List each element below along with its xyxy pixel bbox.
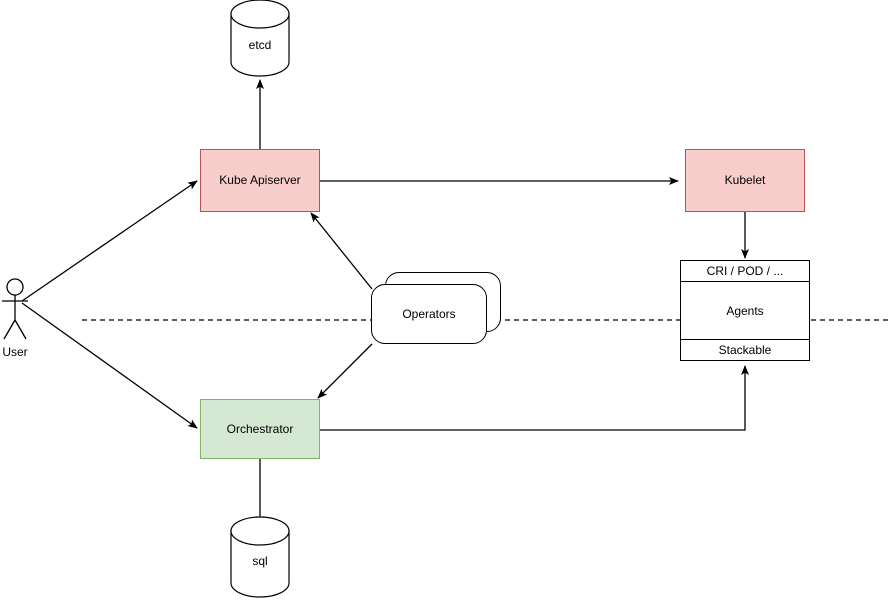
sql-label: sql (252, 553, 268, 568)
agents-node[interactable]: CRI / POD / ... Agents Stackable (680, 260, 810, 361)
kube-apiserver-label: Kube Apiserver (219, 173, 301, 188)
agents-footer[interactable]: Stackable (681, 339, 809, 360)
edge-operators-to-orchestrator (317, 343, 373, 399)
agents-body[interactable]: Agents (681, 282, 809, 339)
agents-footer-label: Stackable (718, 343, 772, 357)
agents-body-label: Agents (726, 303, 764, 318)
agents-header-label: CRI / POD / ... (706, 264, 784, 278)
operators-node[interactable]: Operators (371, 272, 501, 344)
edge-orchestrator-to-agents (320, 365, 749, 431)
edge-user-to-orchestrator (21, 302, 198, 429)
sql-cylinder-shape (230, 516, 290, 598)
kubelet-label: Kubelet (724, 173, 766, 188)
user-actor-icon (2, 278, 28, 340)
kube-apiserver-node[interactable]: Kube Apiserver (200, 149, 320, 212)
kubelet-node[interactable]: Kubelet (685, 149, 805, 212)
agents-header[interactable]: CRI / POD / ... (681, 261, 809, 282)
etcd-label: etcd (248, 37, 272, 52)
user-label-wrapper: User (0, 345, 45, 359)
user-label: User (2, 345, 28, 359)
edge-operators-to-kube-apiserver (310, 212, 373, 290)
operators-card-front[interactable]: Operators (371, 284, 487, 344)
orchestrator-node[interactable]: Orchestrator (200, 399, 320, 459)
edge-user-to-kube-apiserver (21, 180, 198, 302)
orchestrator-label: Orchestrator (226, 421, 294, 436)
operators-label: Operators (402, 307, 456, 321)
sql-node[interactable]: sql (231, 545, 289, 577)
etcd-cylinder-shape (230, 0, 290, 77)
etcd-node[interactable]: etcd (231, 28, 289, 62)
